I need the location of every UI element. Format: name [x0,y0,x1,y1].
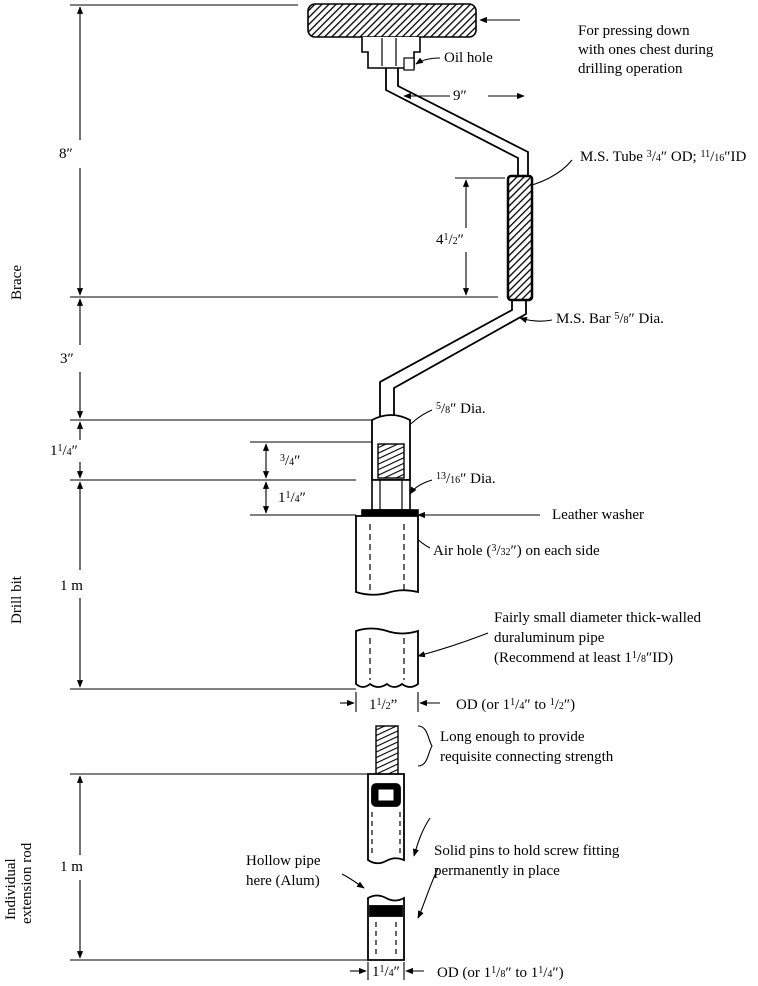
dim-label-socket: 11/4″ [50,443,78,459]
dim-label-bit-length: 1 m [60,578,83,594]
dia-13-16-leader [409,479,433,495]
pins-leader-upper [412,817,431,857]
pipe-upper-section [355,515,419,596]
brace-assembly [307,3,534,517]
note-dia-13-16: 13/16″ Dia. [436,471,496,487]
ms-tube [506,174,534,302]
note-pins-1: Solid pins to hold screw fitting [434,843,620,859]
note-air-hole: Air hole (3/32″) on each side [433,543,600,559]
note-pins-2: permanently in place [434,863,560,879]
oil-hole-plug [403,57,415,71]
extension-rod [367,725,405,961]
note-pipe-3: (Recommend at least 11/8″ID) [494,650,674,666]
note-dia-5-8: 5/8″ Dia. [436,401,486,417]
note-hollow-2: here (Alum) [246,873,320,889]
note-thread-1: Long enough to provide [440,729,585,745]
pipe-leader [417,632,489,658]
thread-brace [417,725,433,767]
dim-label-tube-length: 41/2″ [436,232,464,248]
note-chest-pad-1: For pressing down [578,23,690,39]
crank-upper-edge-right [397,68,529,178]
pins-leader-lower [417,867,439,919]
rod-screw-thread [375,725,399,779]
dim-label-rod-length: 1 m [60,859,83,875]
chest-pad [307,3,477,38]
dim-label-collar: 11/4″ [278,490,306,506]
section-label-extension-rod-2: extension rod [19,842,35,924]
note-pipe-2: duraluminum pipe [494,630,605,646]
note-thread-2: requisite connecting strength [440,749,614,765]
note-od-pipe: OD (or 11/4″ to 1/2″) [456,697,576,713]
crank-lower-edge-left [379,300,513,420]
note-od-rod: OD (or 11/8″ to 11/4″) [437,965,564,981]
hollow-pipe-leader [341,873,365,889]
note-ms-tube: M.S. Tube 3/4″ OD; 11/16″ID [580,149,747,165]
pipe-lower-section [355,627,419,688]
oil-hole-leader [415,57,441,65]
bar-leader [519,317,553,323]
dim-label-thread: 3/4″ [280,453,301,469]
note-ms-bar: M.S. Bar 5/8″ Dia. [556,311,664,327]
note-chest-pad-3: drilling operation [578,61,683,77]
note-oil-hole: Oil hole [444,50,493,66]
note-pipe-1: Fairly small diameter thick-walled [494,610,702,626]
drill-bit-pipe [355,515,419,688]
section-label-drill-bit: Drill bit [9,576,25,624]
collar [371,479,411,511]
dim-label-pipe-width: 11/2” [369,697,398,713]
note-chest-pad-2: with ones chest during [578,42,714,58]
dim-label-rod-width: 11/4″ [372,964,400,980]
rod-pin-lower [369,905,403,917]
dim-label-3in: 3″ [60,351,74,367]
note-leather-washer: Leather washer [552,507,645,523]
dim-label-9in: 9″ [453,88,467,104]
dim-label-8in: 8″ [59,146,73,162]
crank-upper-edge-left [385,68,519,178]
note-hollow-1: Hollow pipe [246,853,321,869]
crank-lower-edge-right [393,300,527,420]
section-label-brace: Brace [9,265,25,300]
socket-thread [377,443,405,479]
